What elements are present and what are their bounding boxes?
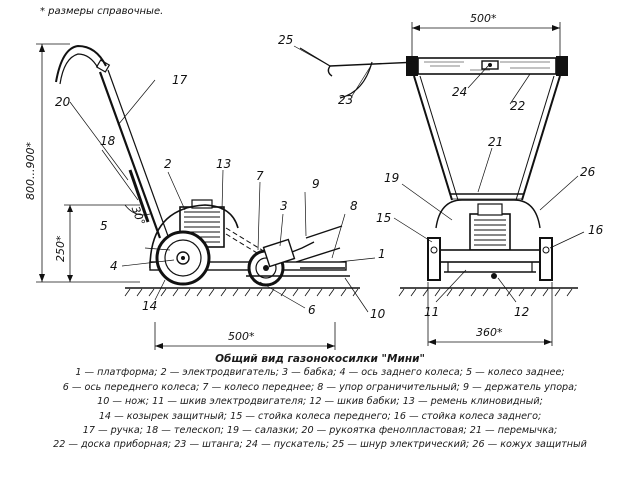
ground-hatch-left [124, 287, 360, 297]
handle-17 [55, 44, 169, 239]
height-250-dimension: 250* [36, 204, 140, 283]
caption-line: 10 — нож; 11 — шкив электродвигателя; 12… [97, 396, 543, 408]
caption-line: 22 — доска приборная; 23 — штанга; 24 — … [53, 439, 587, 451]
label-4: 4 [110, 259, 118, 273]
caption-line: 1 — платформа; 2 — электродвигатель; 3 —… [75, 367, 565, 379]
label-11: 11 [424, 305, 439, 319]
label-25: 25 [278, 33, 293, 47]
ground-hatch-right [398, 287, 578, 297]
rails [413, 75, 561, 201]
reference-note: * размеры справочные. [40, 6, 163, 17]
control-board-22 [406, 56, 568, 76]
label-3: 3 [280, 199, 288, 213]
label-16: 16 [588, 223, 604, 237]
label-19: 19 [384, 171, 399, 185]
label-13: 13 [216, 157, 231, 171]
motor-front [469, 203, 511, 251]
width-360: 360* [427, 282, 553, 346]
label-7: 7 [256, 169, 264, 183]
label-15: 15 [376, 211, 391, 225]
length-500-bottom: 500* [154, 322, 336, 350]
mower-drawing: * размеры справочные. 800...900* 250* [24, 6, 604, 350]
label-5: 5 [100, 219, 108, 233]
label-22: 22 [510, 99, 525, 113]
label-14: 14 [142, 299, 157, 313]
caption-line: 14 — козырек защитный; 15 — стойка колес… [98, 410, 542, 422]
height-range-label: 800...900* [24, 142, 37, 200]
caption: Общий вид газонокосилки "Мини" 1 — платф… [0, 352, 640, 480]
side-view: 800...900* 250* 30° [24, 43, 386, 350]
front-view: 500* [278, 12, 604, 346]
caption-line: 6 — ось переднего колеса; 7 — колесо пер… [62, 381, 578, 393]
label-17: 17 [172, 73, 188, 87]
caption-title: Общий вид газонокосилки "Мини" [215, 353, 425, 365]
bracket-3 [262, 225, 345, 269]
angle-label: 30° [129, 204, 148, 227]
label-8: 8 [350, 199, 358, 213]
height-dimension: 800...900* [24, 43, 70, 282]
label-6: 6 [308, 303, 316, 317]
label-18: 18 [100, 134, 116, 148]
caption-line: 17 — ручка; 18 — телескоп; 19 — салазки;… [82, 425, 558, 437]
label-21: 21 [488, 135, 503, 149]
label-10: 10 [370, 307, 386, 321]
rear-wheel-5 [155, 230, 211, 286]
label-1: 1 [378, 247, 386, 261]
label-9: 9 [312, 177, 320, 191]
rod-23 [299, 47, 419, 99]
length-500-top: 500* [411, 12, 561, 58]
width-360-label: 360* [476, 326, 503, 339]
height-250-label: 250* [54, 235, 67, 262]
label-23: 23 [338, 93, 353, 107]
len-500-top-label: 500* [470, 12, 497, 25]
label-20: 20 [55, 95, 71, 109]
label-24: 24 [452, 85, 467, 99]
label-26: 26 [580, 165, 596, 179]
label-12: 12 [514, 305, 529, 319]
label-2: 2 [164, 157, 172, 171]
len-500-bottom-label: 500* [228, 330, 255, 343]
